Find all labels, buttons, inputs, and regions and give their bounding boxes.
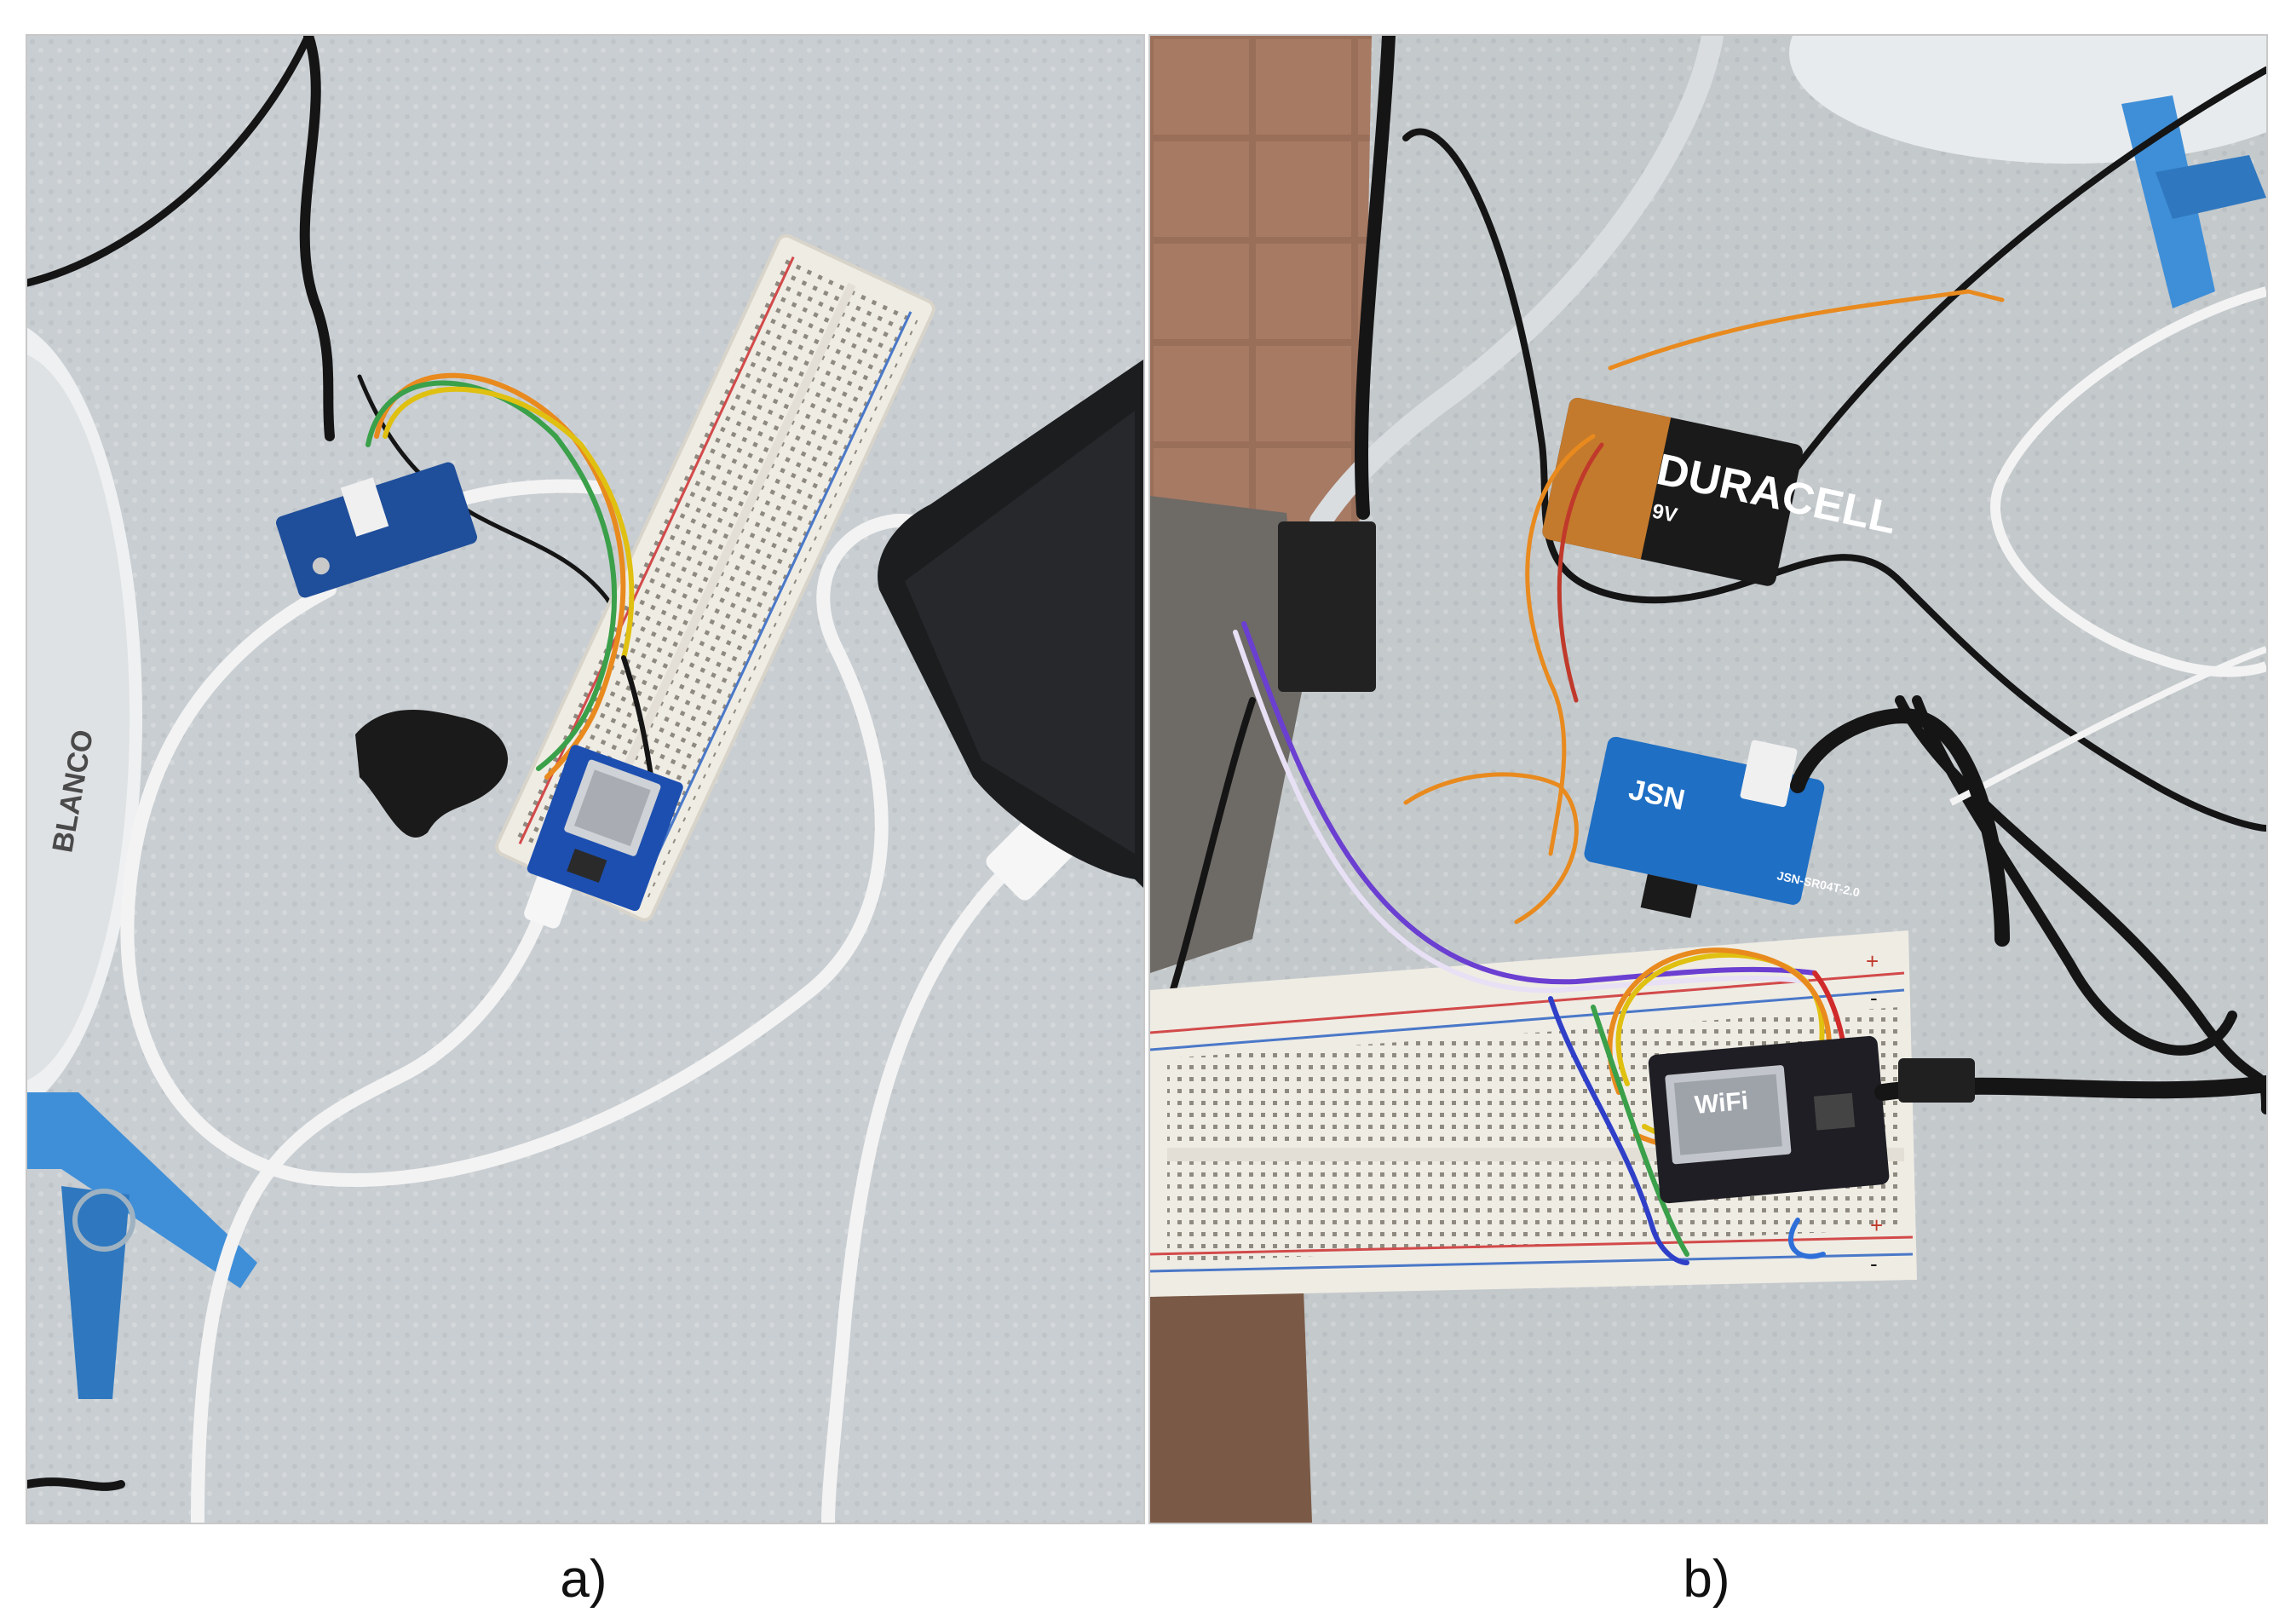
photo-a-scene: BLANCO — [27, 36, 1143, 1523]
caption-b: b) — [1683, 1550, 1730, 1609]
white-cable-b — [1990, 286, 2266, 677]
connector-block — [1278, 521, 1376, 692]
photo-b-scene: DURACELL 9V JSN JSN-SR04T-2.0 — [1150, 36, 2266, 1523]
usb-plug-b — [1898, 1058, 1975, 1103]
wifi-label: WiFi — [1694, 1087, 1750, 1120]
battery-9v — [1542, 397, 1803, 586]
jsn-cable — [1790, 708, 2010, 947]
photo-panel-b: DURACELL 9V JSN JSN-SR04T-2.0 — [1148, 34, 2268, 1524]
rail-minus-bottom: - — [1870, 1251, 1878, 1276]
jsn-sensor-board — [1584, 736, 1825, 919]
clear-tube — [1309, 36, 1724, 533]
breadboard-a — [495, 233, 935, 922]
battery-wires — [1403, 289, 2005, 924]
nodemcu-b — [1648, 1035, 1890, 1204]
tape-blob — [355, 710, 509, 838]
rail-plus-top: + — [1866, 948, 1879, 974]
rail-minus-top: - — [1870, 985, 1878, 1011]
photo-panel-a: BLANCO — [26, 34, 1145, 1524]
lower-floor — [1150, 1288, 1312, 1523]
battery-voltage: 9V — [1650, 499, 1679, 527]
bucket — [27, 327, 142, 1108]
microcontroller-a — [527, 745, 683, 912]
floor-shadow — [1150, 496, 1304, 973]
black-cables-b — [1150, 36, 2266, 1114]
clothespin — [27, 1092, 257, 1399]
rail-plus-bottom: + — [1870, 1212, 1883, 1238]
phone — [878, 360, 1143, 888]
caption-a: a) — [560, 1550, 607, 1609]
sensor-board-a — [276, 462, 477, 598]
